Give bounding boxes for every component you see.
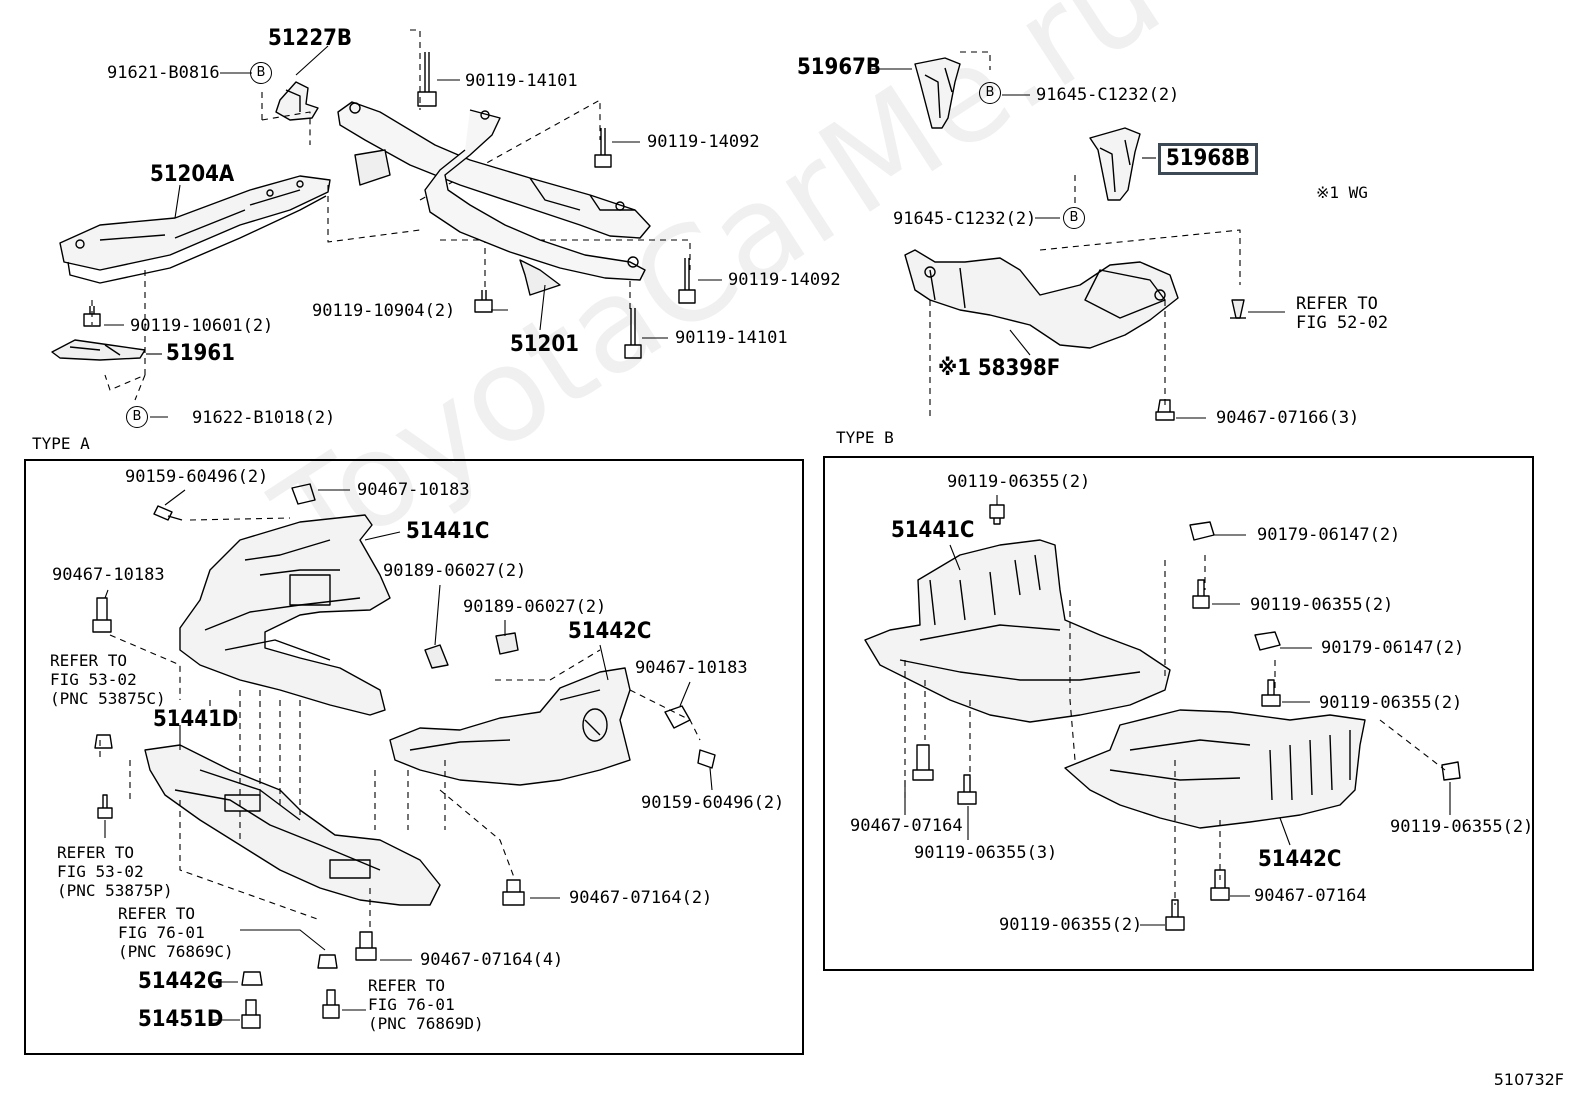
figure-code: 510732F — [1493, 1070, 1564, 1089]
refer-to-fig-76-01-pnc-76869c[interactable]: REFER TO FIG 76-01 (PNC 76869C) — [118, 904, 234, 961]
part-label-90119-06355-b[interactable]: 90119-06355(2) — [1250, 595, 1394, 615]
part-label-90467-10183-b[interactable]: 90467-10183 — [52, 565, 165, 585]
part-label-90119-14092-a[interactable]: 90119-14092 — [647, 132, 760, 152]
part-label-90467-07166[interactable]: 90467-07166(3) — [1216, 408, 1360, 428]
fastener-icons-type-b — [912, 504, 1461, 931]
part-51441c-type-a-drawing — [179, 514, 391, 716]
clip-icons-upper-right — [1155, 299, 1246, 421]
part-label-51442g[interactable]: 51442G — [138, 969, 224, 994]
type-b-frame — [823, 456, 1534, 971]
part-label-91622-b1018[interactable]: 91622-B1018(2) — [192, 408, 336, 428]
part-label-51201[interactable]: 51201 — [510, 332, 579, 357]
part-label-51968b-highlighted[interactable]: 51968B — [1158, 143, 1258, 175]
part-label-90467-10183-c[interactable]: 90467-10183 — [635, 658, 748, 678]
part-51441c-type-b-drawing — [864, 539, 1171, 723]
part-label-51441c-type-b[interactable]: 51441C — [891, 518, 975, 543]
part-label-90119-10904[interactable]: 90119-10904(2) — [312, 301, 456, 321]
part-label-51451d[interactable]: 51451D — [138, 1007, 224, 1032]
part-label-90119-06355-3[interactable]: 90119-06355(3) — [914, 843, 1058, 863]
part-label-90119-14101-top[interactable]: 90119-14101 — [465, 71, 578, 91]
refer-to-fig-52-02[interactable]: REFER TO FIG 52-02 — [1296, 294, 1389, 333]
bolt-icons-upper-left — [83, 52, 696, 359]
part-51204a-drawing — [59, 175, 331, 284]
part-51442c-type-b-drawing — [1064, 709, 1366, 829]
part-label-90119-14101-bottom[interactable]: 90119-14101 — [675, 328, 788, 348]
heading-type-a: TYPE A — [32, 434, 90, 453]
part-label-91621-b0816[interactable]: 91621-B0816 — [107, 63, 220, 83]
part-label-58398f[interactable]: ※1 58398F — [938, 356, 1061, 381]
part-51201-drawing — [337, 101, 651, 296]
part-label-91645-c1232-a[interactable]: 91645-C1232(2) — [1036, 85, 1180, 105]
circle-b-marker: B — [126, 406, 148, 428]
circle-b-marker: B — [250, 62, 272, 84]
part-label-90119-06355-c[interactable]: 90119-06355(2) — [1319, 693, 1463, 713]
part-label-90179-06147-a[interactable]: 90179-06147(2) — [1257, 525, 1401, 545]
part-label-51204a[interactable]: 51204A — [150, 162, 235, 187]
note-wg: ※1 WG — [1316, 183, 1368, 202]
part-51442c-type-a-drawing — [389, 667, 631, 786]
part-label-90189-06027-a[interactable]: 90189-06027(2) — [383, 561, 527, 581]
part-label-90159-60496-b[interactable]: 90159-60496(2) — [641, 793, 785, 813]
fastener-icons-type-a — [92, 483, 716, 1029]
circle-b-marker: B — [979, 82, 1001, 104]
part-label-90119-06355-e[interactable]: 90119-06355(2) — [999, 915, 1143, 935]
part-51227b-drawing — [275, 81, 319, 121]
part-label-91645-c1232-b[interactable]: 91645-C1232(2) — [893, 209, 1037, 229]
type-a-frame — [24, 459, 804, 1055]
part-label-90119-14092-b[interactable]: 90119-14092 — [728, 270, 841, 290]
part-label-51442c-type-a[interactable]: 51442C — [568, 619, 652, 644]
part-label-90467-07164-4[interactable]: 90467-07164(4) — [420, 950, 564, 970]
part-label-51227b[interactable]: 51227B — [268, 26, 352, 51]
refer-to-fig-76-01-pnc-76869d[interactable]: REFER TO FIG 76-01 (PNC 76869D) — [368, 976, 484, 1033]
refer-to-fig-53-02-pnc-53875c[interactable]: REFER TO FIG 53-02 (PNC 53875C) — [50, 651, 166, 708]
part-51968b-drawing — [1089, 127, 1141, 201]
part-58398f-drawing — [904, 249, 1179, 349]
part-label-90467-07164-2[interactable]: 90467-07164(2) — [569, 888, 713, 908]
part-label-51441c-type-a[interactable]: 51441C — [406, 519, 490, 544]
part-label-90119-06355-a[interactable]: 90119-06355(2) — [947, 472, 1091, 492]
part-label-90119-10601[interactable]: 90119-10601(2) — [130, 316, 274, 336]
part-label-90189-06027-b[interactable]: 90189-06027(2) — [463, 597, 607, 617]
circle-b-marker: B — [1063, 207, 1085, 229]
part-label-51442c-type-b[interactable]: 51442C — [1258, 847, 1342, 872]
part-label-90467-10183-a[interactable]: 90467-10183 — [357, 480, 470, 500]
part-label-90179-06147-b[interactable]: 90179-06147(2) — [1321, 638, 1465, 658]
part-51967b-drawing — [914, 57, 961, 129]
refer-to-fig-53-02-pnc-53875p[interactable]: REFER TO FIG 53-02 (PNC 53875P) — [57, 843, 173, 900]
part-label-51967b[interactable]: 51967B — [797, 55, 881, 80]
part-label-90159-60496-a[interactable]: 90159-60496(2) — [125, 467, 269, 487]
part-label-51961[interactable]: 51961 — [166, 341, 235, 366]
heading-type-b: TYPE B — [836, 428, 894, 447]
part-51961-drawing — [51, 339, 146, 361]
part-label-90467-07164-a[interactable]: 90467-07164 — [850, 816, 963, 836]
part-label-51441d[interactable]: 51441D — [153, 707, 239, 732]
part-label-90119-06355-d[interactable]: 90119-06355(2) — [1390, 817, 1534, 837]
part-label-90467-07164-b[interactable]: 90467-07164 — [1254, 886, 1367, 906]
